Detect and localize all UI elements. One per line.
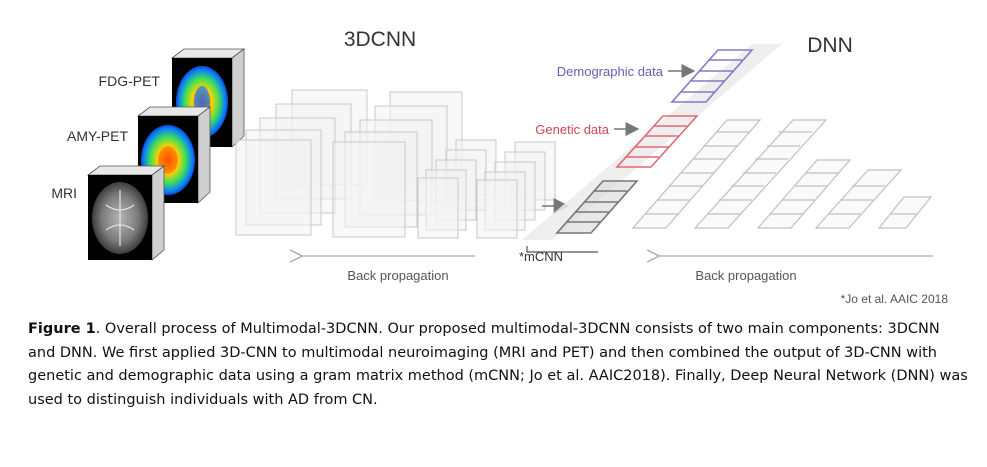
figure-caption: Figure 1. Overall process of Multimodal-… xyxy=(28,318,968,412)
genetic-vector xyxy=(615,115,699,168)
figure-caption-text: . Overall process of Multimodal-3DCNN. O… xyxy=(28,321,968,408)
dnn-output-layer xyxy=(877,196,933,229)
cnn-title: 3DCNN xyxy=(344,28,416,51)
input-label-amy-pet: AMY-PET xyxy=(67,128,128,144)
mcnn-bracket xyxy=(526,246,598,253)
mcnn-band xyxy=(522,44,782,240)
dnn-layer-2 xyxy=(693,119,828,229)
genetic-data-label: Genetic data xyxy=(535,122,609,137)
dnn-layer-4 xyxy=(814,169,903,229)
dnn-title: DNN xyxy=(807,34,853,57)
figure-label: Figure 1 xyxy=(28,321,96,337)
dnn-layer-stack xyxy=(631,119,933,229)
cnn-layer-stack xyxy=(235,89,556,239)
input-label-mri: MRI xyxy=(51,185,77,201)
cnn-layer-4 xyxy=(476,141,556,239)
dnn-layer-1 xyxy=(631,119,762,229)
cnn-layer-3 xyxy=(417,139,497,239)
citation-note: *Jo et al. AAIC 2018 xyxy=(841,292,949,306)
input-label-fdg-pet: FDG-PET xyxy=(99,73,161,89)
back-propagation-label-left: Back propagation xyxy=(347,268,448,283)
cnn-output-vector xyxy=(555,180,639,234)
input-scan-stack xyxy=(86,48,246,261)
mcnn-label: *mCNN xyxy=(519,249,563,264)
demographic-vector xyxy=(670,49,754,103)
multimodal-3dcnn-diagram: 3DCNN DNN FDG-PET AMY-PET MR xyxy=(51,28,949,306)
dnn-layer-3 xyxy=(756,159,852,229)
back-propagation-label-right: Back propagation xyxy=(695,268,796,283)
demographic-data-label: Demographic data xyxy=(557,64,664,79)
mri-scan-icon xyxy=(86,165,166,261)
